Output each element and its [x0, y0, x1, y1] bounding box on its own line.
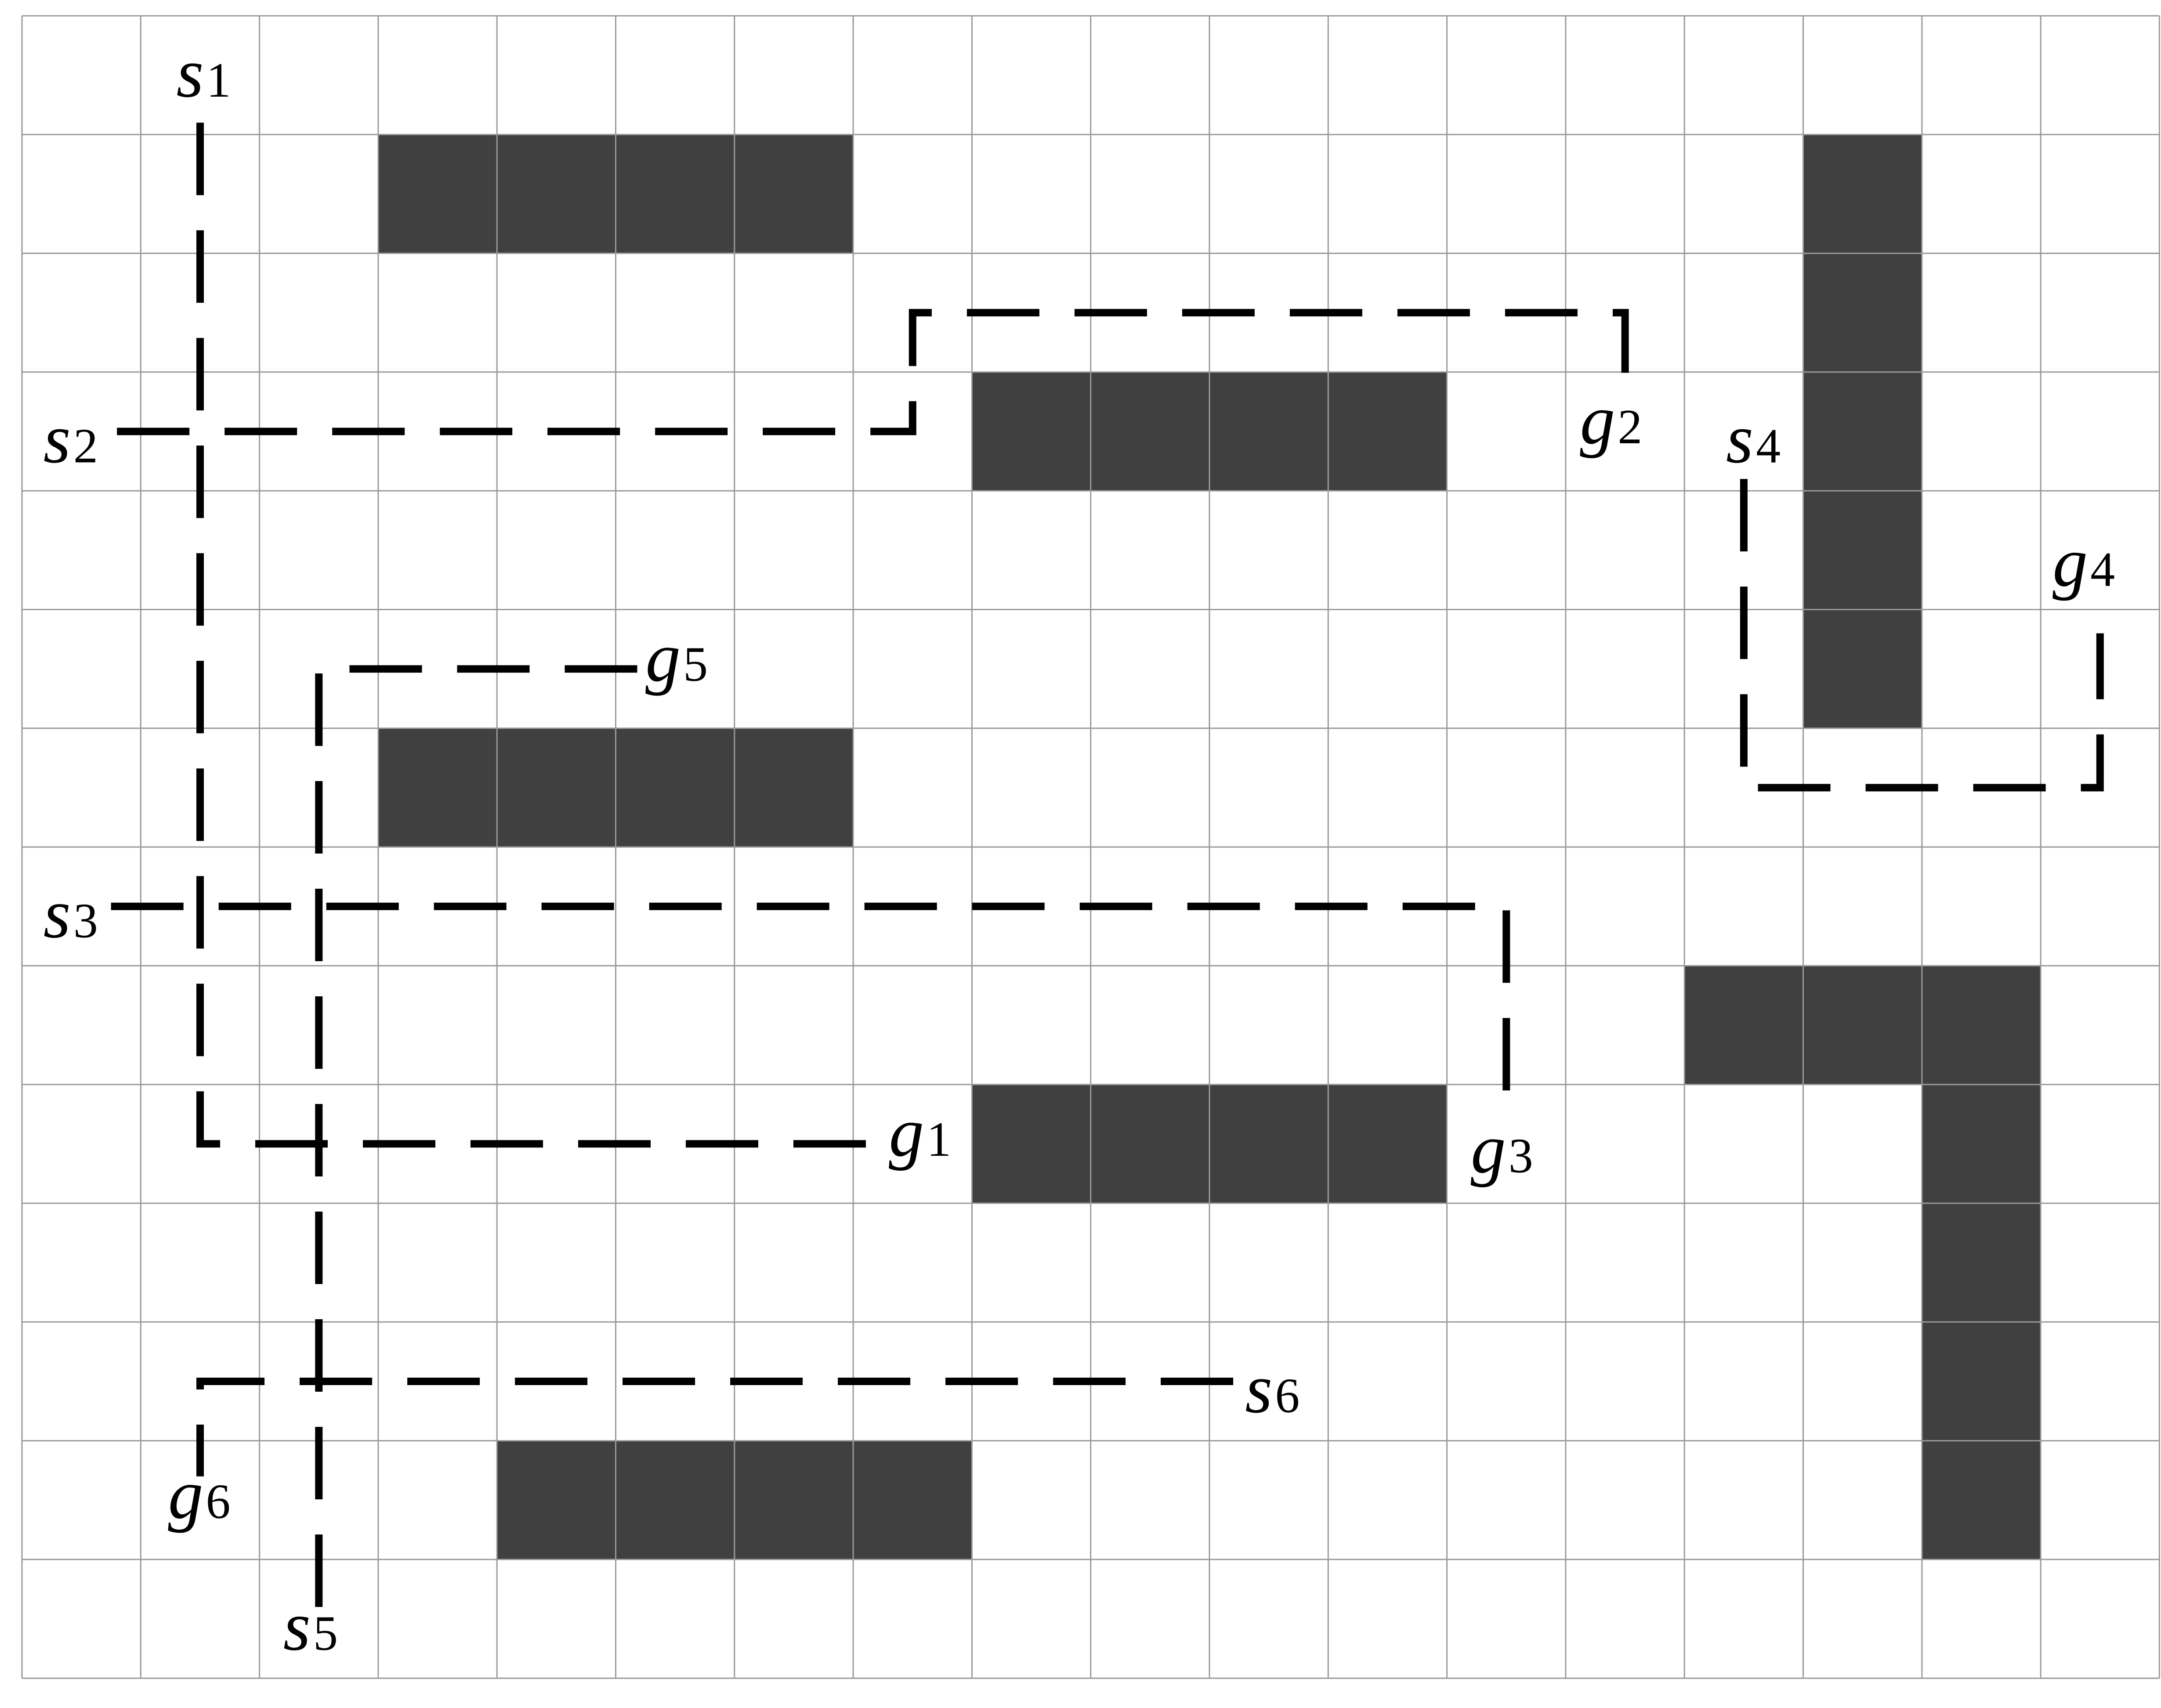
label-subscript: 3 [73, 894, 98, 948]
goal-label-4: g4 [2052, 523, 2115, 601]
label-base: s [1726, 399, 1753, 478]
label-base: g [1580, 380, 1615, 459]
label-base: g [2052, 523, 2088, 601]
label-subscript: 4 [1756, 419, 1781, 473]
start-label-3: s3 [43, 875, 98, 953]
goal-label-5: g5 [645, 618, 708, 696]
path-agent-6 [196, 1378, 1234, 1476]
agent-paths [111, 123, 2104, 1607]
obstacle-6 [1803, 134, 1922, 728]
goal-label-3: g3 [1471, 1110, 1533, 1188]
label-base: s [43, 399, 71, 478]
start-label-4: s4 [1726, 399, 1781, 478]
goal-label-2: g2 [1580, 380, 1642, 459]
label-base: s [176, 34, 203, 112]
goal-label-1: g1 [889, 1093, 951, 1171]
start-label-6: s6 [1245, 1350, 1299, 1428]
label-base: s [1245, 1350, 1272, 1428]
path-agent-4 [1740, 479, 2104, 792]
obstacle-7 [1684, 966, 2041, 1085]
label-subscript: 6 [206, 1474, 231, 1529]
label-subscript: 1 [927, 1112, 951, 1167]
start-label-1: s1 [176, 34, 231, 112]
start-label-5: s5 [283, 1587, 338, 1665]
label-subscript: 1 [206, 53, 231, 108]
label-subscript: 4 [2090, 542, 2115, 597]
label-subscript: 6 [1275, 1369, 1299, 1423]
path-agent-1 [196, 123, 901, 1148]
label-base: g [168, 1455, 203, 1533]
label-subscript: 2 [73, 419, 98, 473]
label-base: s [283, 1587, 311, 1665]
label-base: s [43, 875, 71, 953]
label-subscript: 5 [313, 1606, 338, 1661]
path-agent-2 [117, 309, 1629, 435]
grid-lines [21, 15, 2160, 1679]
label-base: g [1471, 1110, 1506, 1188]
start-label-2: s2 [43, 399, 98, 478]
label-subscript: 5 [683, 637, 708, 692]
label-subscript: 2 [1618, 400, 1642, 454]
label-subscript: 3 [1509, 1129, 1533, 1183]
path-agent-3 [111, 902, 1510, 1120]
label-base: g [889, 1093, 924, 1171]
label-base: g [645, 618, 681, 696]
goal-label-6: g6 [168, 1455, 231, 1533]
